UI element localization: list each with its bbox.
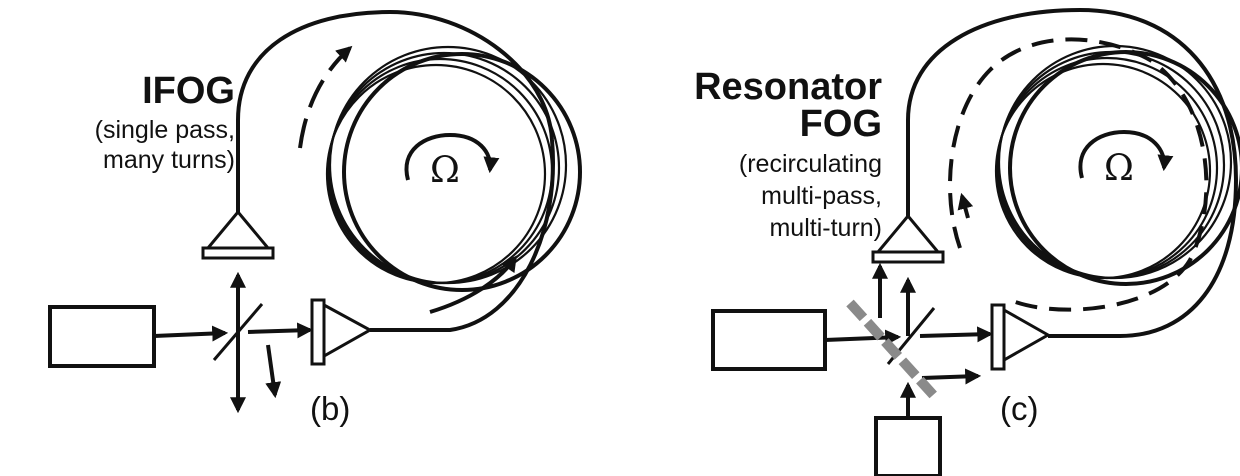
ifog-rotation-symbol: Ω: [430, 150, 460, 191]
input-beam-arrow: [153, 325, 229, 342]
detector-icon: [874, 416, 942, 476]
rfog-subtitle-line-1: (recirculating: [739, 150, 882, 178]
rfog-title-line-1: Resonator: [694, 66, 882, 108]
fiber-coupler-icon: [871, 213, 945, 264]
recirculation-arrow: [957, 192, 974, 219]
fiber-coupler-icon: [310, 298, 374, 366]
rotation-arrow-icon: [404, 132, 500, 181]
laser-source-icon: [48, 305, 156, 368]
fiber-coil-icon: [994, 44, 1240, 286]
ifog-subtitle-line-2: many turns): [103, 146, 235, 174]
rfog-caption: (c): [1000, 390, 1038, 427]
ifog-caption: (b): [310, 390, 350, 427]
fiber-coupler-icon: [201, 209, 275, 260]
rfog-title-line-2: FOG: [800, 103, 882, 145]
fiber-coupler-icon: [990, 303, 1052, 371]
rfog-subtitle-line-3: multi-turn): [769, 214, 882, 242]
input-beam-arrow: [824, 329, 902, 346]
ifog-title: IFOG: [142, 70, 235, 112]
cw-propagation-arrow: [429, 255, 517, 314]
ccw-propagation-arrow: [298, 45, 353, 149]
ifog-subtitle-line-1: (single pass,: [95, 116, 235, 144]
panel-resonator-fog: Resonator FOG (recirculating multi-pass,…: [694, 7, 1240, 476]
fiber-coil-icon: [325, 45, 582, 292]
laser-source-icon: [711, 309, 827, 371]
rfog-rotation-symbol: Ω: [1104, 148, 1134, 189]
fiber-loop: [906, 7, 1239, 338]
fiber-loop: [236, 9, 555, 332]
rfog-subtitle-line-2: multi-pass,: [761, 182, 882, 210]
panel-ifog: IFOG (single pass, many turns): [48, 9, 582, 427]
forward-beam-arrow: [247, 322, 314, 339]
recirculation-path: [948, 37, 1209, 312]
forward-beam-arrow: [919, 326, 994, 343]
rotation-arrow-icon: [1078, 129, 1174, 179]
beam-splitter-icon: [846, 299, 940, 402]
reflected-right-arrow: [921, 368, 982, 385]
output-beam-arrow: [265, 344, 282, 399]
